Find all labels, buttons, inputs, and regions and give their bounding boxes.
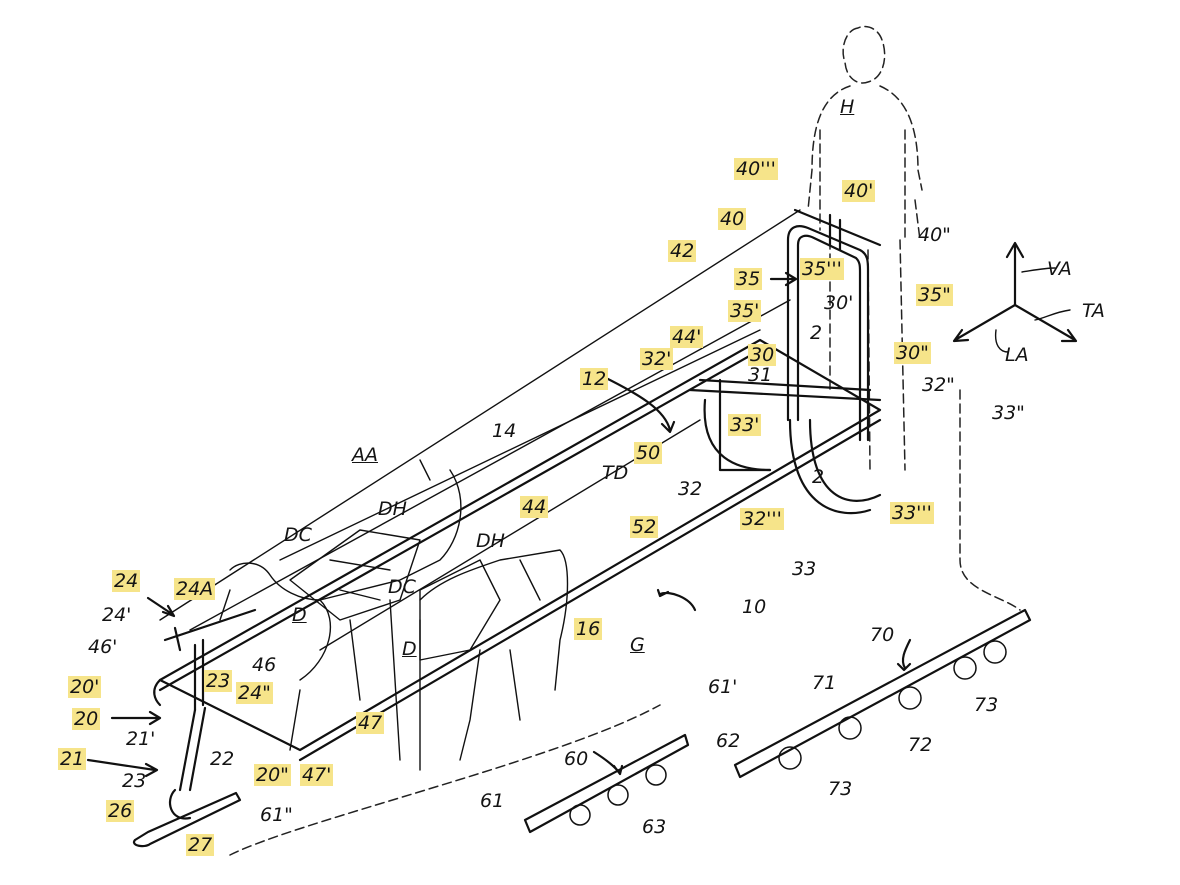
ref-44-prime: 44' xyxy=(670,326,704,348)
ref-35-triple-prime: 35''' xyxy=(800,258,844,280)
label-axis-la: LA xyxy=(1005,344,1029,366)
connector-lines xyxy=(229,389,1021,856)
ref-section-2-top: 2 xyxy=(810,322,823,344)
ref-31: 31 xyxy=(748,364,773,386)
ref-32-double-prime: 32" xyxy=(922,374,955,396)
label-aa: AA xyxy=(352,444,378,466)
ref-section-2-bottom: 2 xyxy=(812,466,825,488)
ref-dh-1: DH xyxy=(378,498,407,520)
ref-dog-d-2: D xyxy=(402,638,417,660)
ref-10: 10 xyxy=(742,596,767,618)
ref-24-double-prime: 24" xyxy=(236,682,273,704)
guide-lines xyxy=(159,209,801,651)
ref-47-prime: 47' xyxy=(300,764,334,786)
ref-46: 46 xyxy=(252,654,277,676)
ref-dog-d-1: D xyxy=(292,604,307,626)
ref-73-lower: 73 xyxy=(828,778,853,800)
ref-35-double-prime: 35" xyxy=(916,284,953,306)
label-axis-va: VA xyxy=(1047,258,1072,280)
ref-40-double-prime: 40" xyxy=(918,224,951,246)
ref-47: 47 xyxy=(356,712,385,734)
ref-23-upper: 23 xyxy=(204,670,233,692)
ref-23-lower: 23 xyxy=(122,770,147,792)
ref-73-upper: 73 xyxy=(974,694,999,716)
ref-35: 35 xyxy=(734,268,763,290)
ref-30: 30 xyxy=(748,344,777,366)
ref-72: 72 xyxy=(908,734,933,756)
ref-21: 21 xyxy=(58,748,87,770)
label-axis-ta: TA xyxy=(1082,300,1105,322)
ref-dc-1: DC xyxy=(284,524,312,546)
ref-50: 50 xyxy=(634,442,663,464)
ref-dc-2: DC xyxy=(388,576,416,598)
ref-24: 24 xyxy=(112,570,141,592)
ref-32: 32 xyxy=(678,478,703,500)
ref-16: 16 xyxy=(574,618,603,640)
ref-dh-2: DH xyxy=(476,530,505,552)
wheeled-runner-70 xyxy=(733,608,1032,779)
ref-52: 52 xyxy=(630,516,659,538)
front-runner xyxy=(132,608,257,848)
ref-21-prime: 21' xyxy=(126,728,156,750)
wheeled-runner-60 xyxy=(523,733,690,834)
ref-40-triple-prime: 40''' xyxy=(734,158,778,180)
ref-71: 71 xyxy=(812,672,837,694)
harness xyxy=(289,529,501,661)
ref-35-prime: 35' xyxy=(728,300,762,322)
ref-32-triple-prime: 32''' xyxy=(740,508,784,530)
ref-27: 27 xyxy=(186,834,215,856)
ref-33-prime: 33' xyxy=(728,414,762,436)
ref-14: 14 xyxy=(492,420,517,442)
label-ground-g: G xyxy=(630,634,645,656)
ref-33: 33 xyxy=(792,558,817,580)
ref-40-prime: 40' xyxy=(842,180,876,202)
ref-20: 20 xyxy=(72,708,101,730)
ref-40: 40 xyxy=(718,208,747,230)
dog-outlines xyxy=(219,459,569,771)
ref-24-prime: 24' xyxy=(102,604,132,626)
ref-63: 63 xyxy=(642,816,667,838)
ref-62: 62 xyxy=(716,730,741,752)
ref-20-prime: 20' xyxy=(68,676,102,698)
ref-30-prime: 30' xyxy=(824,292,854,314)
ref-24a: 24A xyxy=(174,578,216,600)
leader-arrows xyxy=(86,271,912,778)
ref-61: 61 xyxy=(480,790,505,812)
ref-20-double-prime: 20" xyxy=(254,764,291,786)
ref-44: 44 xyxy=(520,496,549,518)
ref-60: 60 xyxy=(564,748,589,770)
handlebar xyxy=(786,208,882,442)
ref-61-double-prime: 61" xyxy=(260,804,293,826)
ref-33-triple-prime: 33''' xyxy=(890,502,934,524)
ref-61-prime: 61' xyxy=(708,676,738,698)
ref-22: 22 xyxy=(210,748,235,770)
label-person-h: H xyxy=(840,96,855,118)
ref-26: 26 xyxy=(106,800,135,822)
ref-td: TD xyxy=(602,462,629,484)
ref-30-double-prime: 30" xyxy=(894,342,931,364)
ref-32-prime: 32' xyxy=(640,348,674,370)
ref-42: 42 xyxy=(668,240,697,262)
person-outline xyxy=(807,25,923,471)
ref-70: 70 xyxy=(870,624,895,646)
ref-46-prime: 46' xyxy=(88,636,118,658)
ref-33-double-prime: 33" xyxy=(992,402,1025,424)
axis-indicator xyxy=(952,241,1078,353)
ref-12: 12 xyxy=(580,368,609,390)
